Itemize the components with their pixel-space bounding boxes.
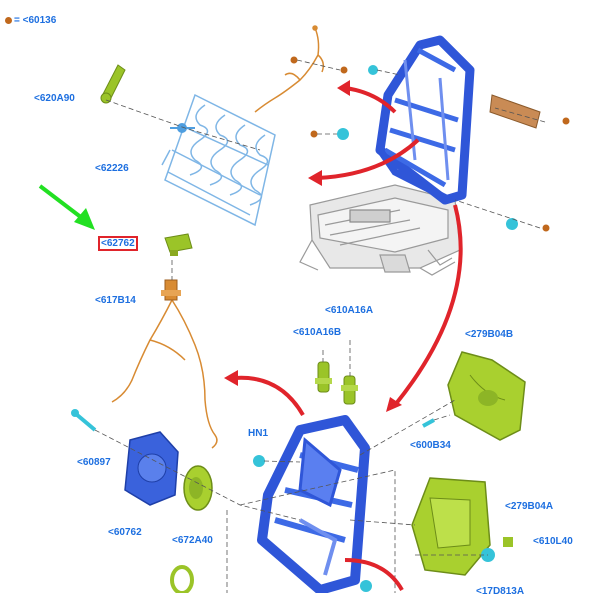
- fastener-dot: [290, 56, 298, 64]
- callout-279B04A[interactable]: <279B04A: [505, 501, 554, 512]
- callout-62226[interactable]: <62226: [95, 163, 129, 174]
- arrowhead: [224, 370, 238, 386]
- arrowhead: [386, 397, 402, 412]
- callout-610A16A[interactable]: <610A16A: [325, 305, 374, 316]
- green-bracket-bottom: [170, 565, 194, 595]
- red-arrow-5: [344, 558, 404, 592]
- fastener-dot: [310, 130, 318, 138]
- harness-connector-617B14: [161, 279, 181, 301]
- fastener-dot: [562, 117, 570, 125]
- recliner-cover-672A40: [183, 465, 213, 511]
- legend-text: = <60136: [14, 15, 57, 26]
- clip-upper-1: [368, 65, 378, 75]
- leader-lines: [94, 59, 546, 593]
- callout-17D813A[interactable]: <17D813A: [476, 586, 525, 597]
- red-arrowheads: [224, 80, 402, 412]
- clip-600B34: [422, 418, 435, 428]
- red-arrow-2: [317, 138, 420, 180]
- wiring-harness-617B14: [111, 299, 218, 449]
- callout-672A40[interactable]: <672A40: [172, 535, 213, 546]
- foam-pad-upper-right: [489, 94, 541, 129]
- lower-seatback-frame: [257, 415, 370, 595]
- arrowhead: [308, 170, 322, 186]
- callout-600B34[interactable]: <600B34: [410, 440, 451, 451]
- headrest-guide-610A16A: [341, 375, 358, 405]
- callout-279B04B[interactable]: <279B04B: [465, 329, 514, 340]
- callout-610L40[interactable]: <610L40: [533, 536, 573, 547]
- callout-617B14[interactable]: <617B14: [95, 295, 136, 306]
- callout-620A90[interactable]: <620A90: [34, 93, 75, 104]
- seat-track-base: [299, 184, 461, 276]
- callout-60897[interactable]: <60897: [77, 457, 111, 468]
- lever-handle-620A90: [100, 64, 126, 104]
- upper-seatback-frame: [375, 35, 475, 205]
- red-arrow-3: [393, 204, 463, 407]
- headrest-guide-610A16B: [315, 361, 332, 393]
- mat-clip: [170, 123, 195, 133]
- red-arrows: [234, 86, 463, 592]
- callout-610A16B[interactable]: <610A16B: [293, 327, 342, 338]
- clip-upper-2: [337, 128, 349, 140]
- recliner-bolt-60897: [71, 409, 97, 432]
- callout-HN1[interactable]: HN1: [248, 428, 269, 439]
- seat-suspension-mat: [161, 93, 276, 227]
- red-arrow-4: [234, 375, 305, 416]
- clip-HN1: [253, 455, 265, 467]
- fastener-dot: [340, 66, 348, 74]
- legend-dot-icon: [5, 17, 12, 24]
- wiring-harness-top: [254, 25, 325, 113]
- recliner-housing-60762: [124, 431, 179, 506]
- green-pointer-arrow: [38, 184, 95, 230]
- fastener-dot: [542, 224, 550, 232]
- clip-bottom: [360, 580, 372, 592]
- callout-60762[interactable]: <60762: [108, 527, 142, 538]
- fastener-dots: [290, 56, 570, 232]
- trim-panel-279B04A: [411, 477, 491, 576]
- callout-62762-highlighted[interactable]: <62762: [98, 236, 138, 251]
- clip-upper-3: [506, 218, 518, 230]
- arrowhead: [337, 80, 350, 96]
- trim-panel-279B04B: [447, 351, 526, 441]
- sensor-62762: [164, 233, 193, 256]
